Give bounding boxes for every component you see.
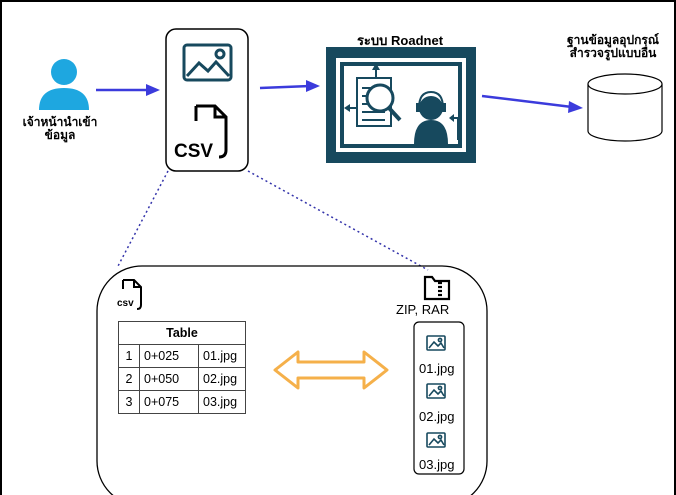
zip-contents-box — [413, 321, 465, 475]
database-icon — [587, 73, 663, 142]
zip-image-icon-2 — [426, 383, 446, 399]
table-row: 3 0+075 03.jpg — [118, 390, 246, 414]
user-icon — [39, 59, 89, 110]
station-cell: 0+075 — [139, 390, 199, 414]
zip-file-2: 02.jpg — [419, 409, 455, 424]
arrow-user-to-files — [96, 84, 160, 96]
zip-file-1: 01.jpg — [419, 361, 455, 376]
table-row: 2 0+050 02.jpg — [118, 367, 246, 391]
row-number: 1 — [118, 344, 140, 368]
system-title: ระบบ Roadnet — [356, 33, 444, 48]
file-cell: 02.jpg — [198, 367, 246, 391]
double-arrow — [273, 350, 389, 390]
zip-folder-icon — [423, 275, 451, 301]
detail-box — [96, 265, 488, 495]
dotted-connector-left — [116, 170, 169, 269]
csv-label: csv — [174, 141, 214, 162]
small-csv-file-icon — [122, 279, 142, 310]
dotted-connector-right — [247, 170, 429, 271]
row-number: 3 — [118, 390, 140, 414]
station-cell: 0+050 — [139, 367, 199, 391]
zip-image-icon-1 — [426, 335, 446, 351]
csv-file-icon — [194, 104, 228, 159]
file-cell: 01.jpg — [198, 344, 246, 368]
table-title: Table — [118, 321, 246, 345]
roadnet-system-icon — [326, 47, 476, 163]
arrow-files-to-system — [259, 80, 320, 92]
database-label: ฐานข้อมูลอุปกรณ์สำรวจรูปแบบอื่น — [567, 33, 659, 60]
table-row: 1 0+025 01.jpg — [118, 344, 246, 368]
zip-label: ZIP, RAR — [396, 302, 450, 317]
row-number: 2 — [118, 367, 140, 391]
table-header-row: Table — [118, 321, 246, 345]
zip-image-icon-3 — [426, 432, 446, 448]
station-cell: 0+025 — [139, 344, 199, 368]
small-csv-label: csv — [117, 298, 134, 309]
zip-file-3: 03.jpg — [419, 457, 455, 472]
arrow-system-to-database — [481, 94, 583, 113]
user-label: เจ้าหน้านำเข้าข้อมูล — [22, 115, 98, 142]
image-icon — [182, 43, 233, 82]
data-table: Table 1 0+025 01.jpg 2 0+050 02.jpg 3 0+… — [118, 321, 246, 414]
file-cell: 03.jpg — [198, 390, 246, 414]
